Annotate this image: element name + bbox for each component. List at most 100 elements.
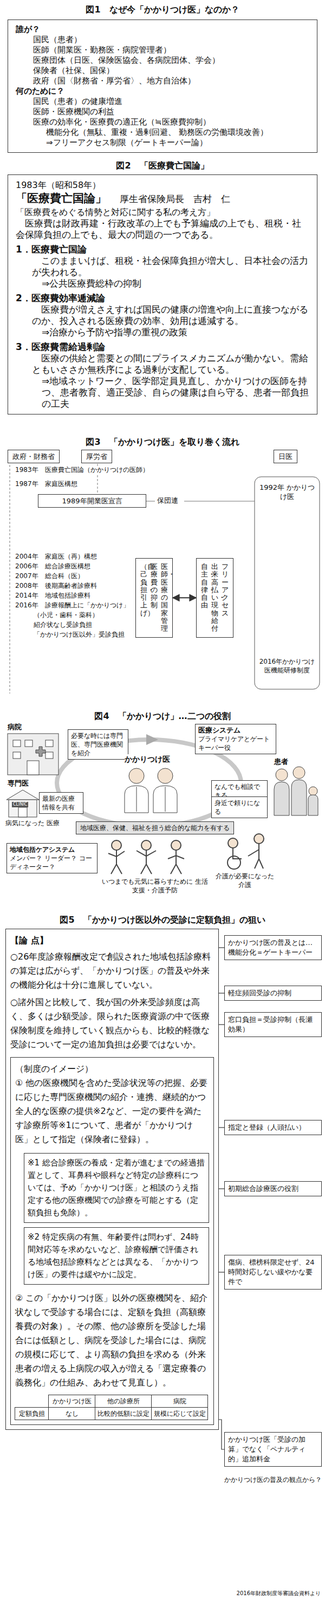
- box-text: 窓口負担＝受診抑制（長瀬効果）: [228, 1014, 318, 1035]
- box-text: 医療の効率化・医療費の適正化（≒医療費抑制）: [15, 117, 310, 128]
- box-text: 医療費は財政再建・行政改革の上でも予算編成の上でも、租税・社会保障負担の上でも、…: [15, 217, 310, 241]
- figure-title: 図1 なぜ今「かかりつけ医」なのか？: [0, 4, 325, 16]
- box-text: 3．医療費需給過剰論: [15, 341, 310, 353]
- actor-box: 政府・財務省: [7, 449, 60, 464]
- label: いつまでも元気に暮らすために 生活支援・介護予防: [100, 877, 210, 895]
- box-text: 医師・医療機関の利益: [15, 106, 310, 117]
- label: 2007年 総合科（医）: [15, 572, 84, 581]
- label: 2006年 総合診療医構想: [15, 562, 91, 571]
- box-text: 厚労省: [86, 451, 108, 461]
- jma-panel: [254, 476, 320, 689]
- bar-line: [146, 501, 155, 502]
- role-box: 医療システムプライマリケアとゲートキーパー役: [195, 723, 277, 754]
- elderly-exercise: [108, 840, 185, 874]
- box-text: 身近で頼りになる: [214, 798, 265, 816]
- box-text: 医療の供給と需要との間にプライスメカニズムが働かない。需給ともいささか無秩序によ…: [15, 352, 310, 376]
- box-text: ※2 特定疾病の有無、年齢要件は問わず、24時間対応等を求めないなど、診療報酬で…: [27, 1230, 206, 1281]
- connector: [218, 992, 225, 993]
- box-text: 「医療費亡国論」: [15, 192, 107, 205]
- footnote-box: ※1 総合診療医の養成・定着が進むまでの経過措置として、耳鼻科や眼科など特定の診…: [23, 1152, 210, 1223]
- box-text: ⇒フリーアクセス制限（ゲートキーパー論）: [15, 137, 310, 148]
- table-cell: 他の診療所: [94, 1394, 152, 1408]
- care-scene: [227, 833, 264, 869]
- label: 紹介状なし受診負担: [33, 620, 93, 630]
- care-system-box: 地域包括ケアシステムメンバー？ リーダー？ コーディネーター？: [6, 842, 98, 874]
- box-text: 誰が？: [15, 24, 310, 35]
- box-text: 必要な時には専門医、専門医療機関を紹介: [70, 731, 126, 758]
- table-cell: 定額負担: [14, 1406, 49, 1420]
- label: 2008年 後期高齢者診療料: [15, 581, 97, 591]
- label: 「かかりつけ医以外」受診負担: [33, 630, 125, 640]
- bar-line: [184, 501, 255, 502]
- issue-box: 【論 点】○26年度診療報酬改定で創設された地域包括診療料の算定は広がらず、「か…: [5, 928, 219, 1430]
- patient-family: [274, 766, 318, 816]
- box-text: ② この「かかりつけ医」以外の医療機関を、紹介状なしで受診する場合には、定額を負…: [15, 1290, 210, 1390]
- box-text: 医師（開業医・勤務医・病院管理者）: [15, 44, 310, 56]
- box-text: 出来高払い・現物給付: [211, 562, 219, 633]
- label: CLINIC: [11, 801, 29, 808]
- question-box: 誰が？国民（患者）医師（開業医・勤務医・病院管理者）医療団体（日医、保険医協会、…: [7, 19, 318, 153]
- box-text: 日医: [278, 451, 293, 461]
- label: 2016年かかりつけ医機能研修制度: [258, 657, 316, 675]
- box-text: 機能分化（無駄、重複・過剰回避、 勤務医の労働環境改善）: [15, 127, 310, 138]
- box-text: プライマリケアとゲートキーパー役: [198, 734, 273, 752]
- box-text: 国民（患者）: [15, 34, 310, 45]
- label: 介護が必要になった 介護: [214, 872, 276, 889]
- fee-table: かかりつけ医他の診療所病院定額負担なし比較的低額に設定規模に応じて設定: [15, 1394, 210, 1420]
- table-cell: かかりつけ医: [48, 1394, 96, 1408]
- comment-box: 窓口負担＝受診抑制（長瀬効果）: [224, 1011, 322, 1037]
- box-text: 1．医療費亡国論: [15, 243, 310, 256]
- box-text: ⇒治療から予防や指導の重視の政策: [15, 326, 310, 338]
- box-text: 自主・自律・自由: [200, 562, 208, 633]
- box-text: 【論 点】: [10, 933, 214, 948]
- clinic-icon: [6, 789, 39, 817]
- comment-box: 傷病、標榜科限定せず、24時間対応しない緩やかな要件で: [224, 1254, 322, 1290]
- box-text: かかりつけ医の普及とは…機能分化＝ゲートキーパー: [228, 937, 318, 958]
- source-note: 2016年財政制度等審議会資料より: [162, 1589, 321, 1597]
- figure-title: 図4 「かかりつけ」…二つの役割: [0, 710, 325, 723]
- role-box: 最新の医療情報を共有: [39, 791, 84, 814]
- box-text: ※1 総合診療医の養成・定着が進むまでの経過措置として、耳鼻科や眼科など特定の診…: [27, 1156, 206, 1219]
- role-box: 必要な時には専門医、専門医療機関を紹介: [67, 729, 129, 760]
- label: 保団連: [157, 496, 179, 506]
- box-text: 指定と登録（人頭払い）: [228, 1122, 318, 1133]
- box-text: ① 他の医療機関を含めた受診状況等の把握、必要に応じた専門医療機関の紹介・連携、…: [15, 1075, 210, 1147]
- box-text: 最新の医療情報を共有: [42, 794, 81, 812]
- box-text: 医療費が増えさえすれば国民の健康の増進や向上に直接つながるのか、投入される医療費…: [15, 303, 310, 327]
- box-text: このままいけば、租税・社会保障負担が増大し、日本社会の活力が失われる。: [15, 255, 310, 278]
- table-cell: 比較的低額に設定: [94, 1406, 152, 1420]
- label: かかりつけ医の普及の観点から？: [224, 1475, 323, 1485]
- box-text: 地域医療、保健、福祉を担う総合的な能力を有する: [79, 823, 231, 832]
- box-text: （自己負担・引上げ）: [140, 562, 148, 633]
- ability-band: 地域医療、保健、福祉を担う総合的な能力を有する: [75, 821, 234, 835]
- box-text: ⇒地域ネットワーク、医学部定員見直し、かかりつけの医師を持つ、患者教育、適正受診…: [15, 375, 310, 410]
- label: 2016年 診療報酬上に「かかりつけ」: [15, 601, 130, 610]
- box-text: 傷病、標榜科限定せず、24時間対応しない緩やかな要件で: [228, 1257, 318, 1287]
- box-text: ○26年度診療報酬改定で創設された地域包括診療料の算定は広がらず、「かかりつけ医…: [10, 949, 214, 992]
- label: 2014年 地域包括診療料: [15, 591, 91, 601]
- box-text: 地域包括ケアシステム: [9, 845, 95, 854]
- comment-box: かかりつけ医の普及とは…機能分化＝ゲートキーパー: [224, 934, 322, 960]
- comment-box: 指定と登録（人頭払い）: [224, 1119, 322, 1135]
- footnote-box: ※2 特定疾病の有無、年齢要件は問わず、24時間対応等を求めないなど、診療報酬で…: [23, 1226, 210, 1285]
- box-text: 軽症頻回受診の抑制: [228, 988, 318, 998]
- box-text: 何のために？: [15, 86, 310, 97]
- label: 病院: [7, 722, 22, 732]
- label: かかりつけ医: [124, 754, 171, 764]
- box-text: メンバー？ リーダー？ コーディネーター？: [9, 853, 95, 871]
- box-text: フリーアクセス: [221, 562, 229, 633]
- hospital-icon: [7, 733, 59, 775]
- box-text: 政府（国〈財務省・厚労省〉、地方自治体）: [15, 75, 310, 87]
- box-text: 医療システム: [198, 725, 273, 735]
- table-cell: 規模に応じて設定: [151, 1406, 208, 1420]
- box-text: 「医療費をめぐる情勢と対応に関する私の考え方」: [15, 206, 310, 218]
- box-text: 政府・財務省: [12, 451, 55, 461]
- table-cell: なし: [48, 1406, 96, 1420]
- connector: [172, 596, 197, 598]
- comment-box: 初期総合診療医の役割: [224, 1180, 322, 1196]
- label: 専門医: [7, 778, 29, 789]
- box-text: 初期総合診療医の役割: [228, 1183, 318, 1194]
- box-text: 厚生省保険局長 吉村 仁: [119, 193, 231, 205]
- comment-box: かかりつけ医「受診の加算」でなく「ペナルティ的」追加料金: [224, 1431, 322, 1467]
- box-text: ○諸外国と比較して、我が国の外来受診頻度は高く、多くは少額受診。限られた医療資源…: [10, 995, 214, 1052]
